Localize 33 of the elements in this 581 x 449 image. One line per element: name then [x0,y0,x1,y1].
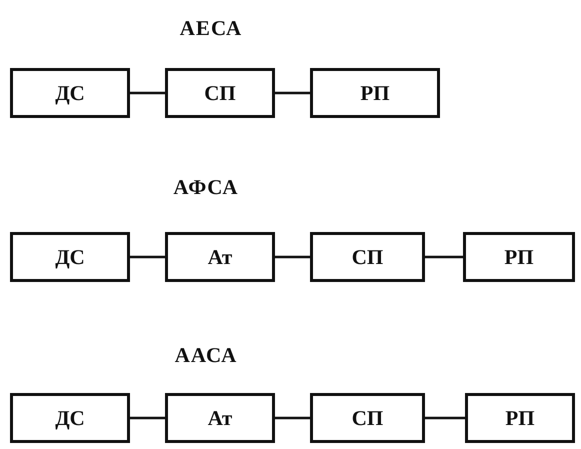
process-box [10,68,130,118]
box-label: РП [504,244,534,270]
connector-line [130,92,165,94]
process-box [165,232,275,282]
process-box [10,232,130,282]
box-label: СП [352,244,384,270]
process-box [310,393,425,443]
process-box [310,68,440,118]
connector-line [425,416,465,420]
process-box [165,68,275,118]
box-label: ДС [55,244,85,270]
connector-line [275,92,310,94]
process-box [10,393,130,443]
box-label: ДС [55,406,85,430]
box-label: РП [360,80,390,106]
scheme-title: АЕСА [180,16,242,41]
connector-line [130,416,165,420]
process-box [465,393,575,443]
box-label: Ат [208,406,232,430]
box-label: Ат [208,244,232,270]
process-box [463,232,575,282]
process-box [165,393,275,443]
connector-line [275,256,310,258]
connector-line [275,416,310,420]
box-label: СП [204,80,236,106]
box-label: ДС [55,80,85,106]
process-box [310,232,425,282]
scheme-title: АФСА [173,175,239,200]
scheme-title: ААСА [174,343,238,368]
connector-line [425,256,463,258]
box-label: РП [505,406,535,430]
box-label: СП [352,406,384,430]
connector-line [130,256,165,258]
